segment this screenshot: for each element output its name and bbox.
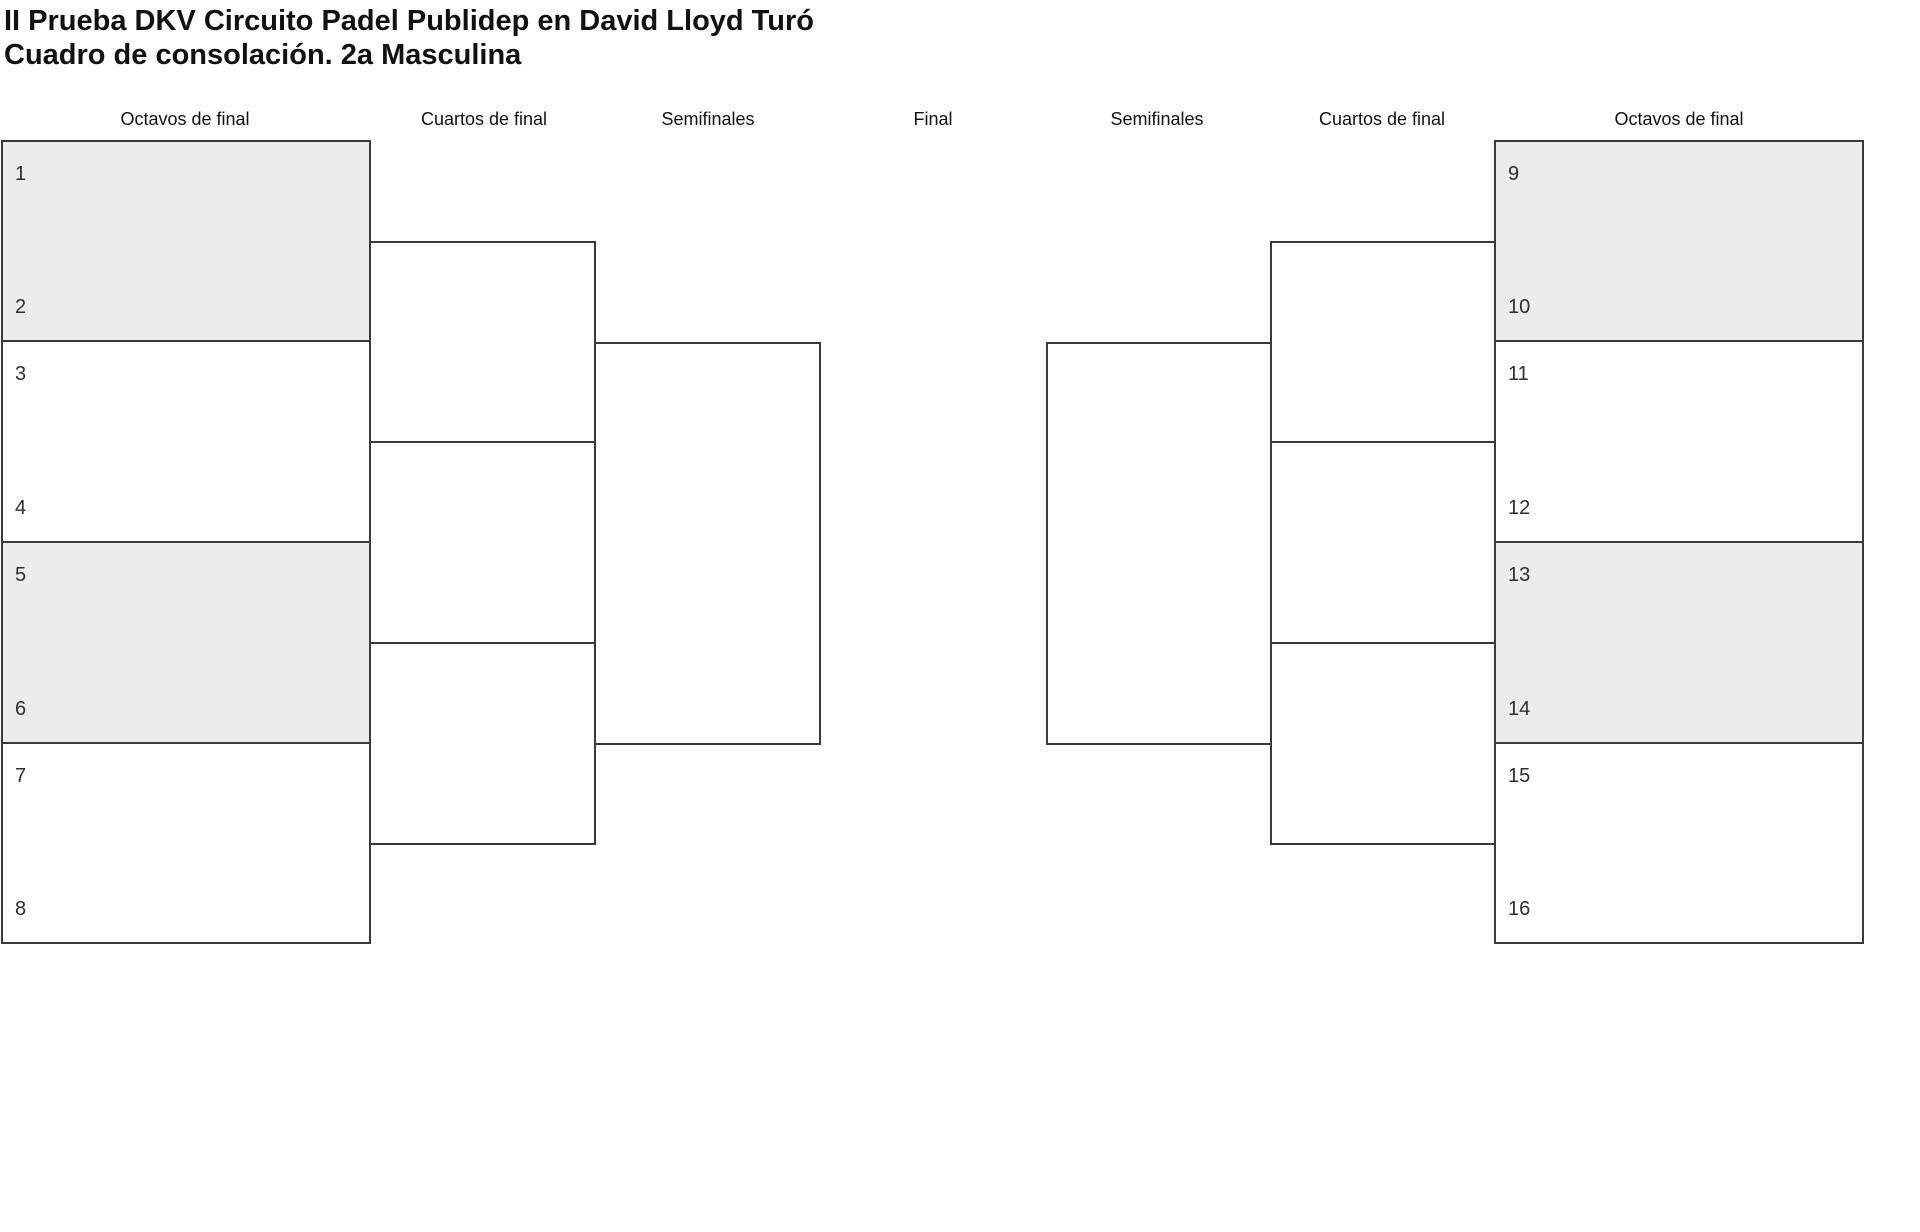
slot-number-11: 11 <box>1508 363 1529 385</box>
slot-number-16: 16 <box>1508 898 1531 920</box>
match-cuartos-right-2 <box>1270 642 1496 845</box>
round-header-cuartos-left: Cuartos de final <box>420 109 548 129</box>
page-title: II Prueba DKV Circuito Padel Publidep en… <box>4 5 814 37</box>
slot-number-8: 8 <box>15 898 27 920</box>
round-header-semifinales-right: Semifinales <box>1110 109 1204 129</box>
match-semifinal-left <box>594 342 821 745</box>
slot-number-1: 1 <box>15 163 27 185</box>
slot-number-6: 6 <box>15 698 27 720</box>
slot-number-7: 7 <box>15 765 27 787</box>
slot-number-3: 3 <box>15 363 27 385</box>
slot-number-14: 14 <box>1508 698 1531 720</box>
match-semifinal-right <box>1046 342 1272 745</box>
slot-number-13: 13 <box>1508 564 1531 586</box>
round-header-final: Final <box>913 109 953 129</box>
match-cuartos-left-2 <box>369 642 596 845</box>
round-header-octavos-left: Octavos de final <box>120 109 250 129</box>
title-block: II Prueba DKV Circuito Padel Publidep en… <box>4 4 814 72</box>
match-octavos-left-1: 1 2 <box>1 140 371 342</box>
page-subtitle: Cuadro de consolación. 2a Masculina <box>4 39 522 71</box>
slot-number-2: 2 <box>15 296 27 318</box>
match-octavos-right-1: 9 10 <box>1494 140 1864 342</box>
match-octavos-right-3: 13 14 <box>1494 541 1864 744</box>
round-header-octavos-right: Octavos de final <box>1614 109 1744 129</box>
slot-number-5: 5 <box>15 564 27 586</box>
slot-number-10: 10 <box>1508 296 1531 318</box>
round-header-semifinales-left: Semifinales <box>661 109 755 129</box>
round-header-cuartos-right: Cuartos de final <box>1318 109 1446 129</box>
match-octavos-right-2: 11 12 <box>1494 340 1864 543</box>
match-cuartos-left-1 <box>369 241 596 443</box>
slot-number-15: 15 <box>1508 765 1531 787</box>
match-octavos-left-4: 7 8 <box>1 742 371 944</box>
match-octavos-left-3: 5 6 <box>1 541 371 744</box>
slot-number-4: 4 <box>15 497 27 519</box>
match-octavos-left-2: 3 4 <box>1 340 371 543</box>
slot-number-12: 12 <box>1508 497 1531 519</box>
slot-number-9: 9 <box>1508 163 1520 185</box>
match-cuartos-right-1 <box>1270 241 1496 443</box>
match-octavos-right-4: 15 16 <box>1494 742 1864 944</box>
